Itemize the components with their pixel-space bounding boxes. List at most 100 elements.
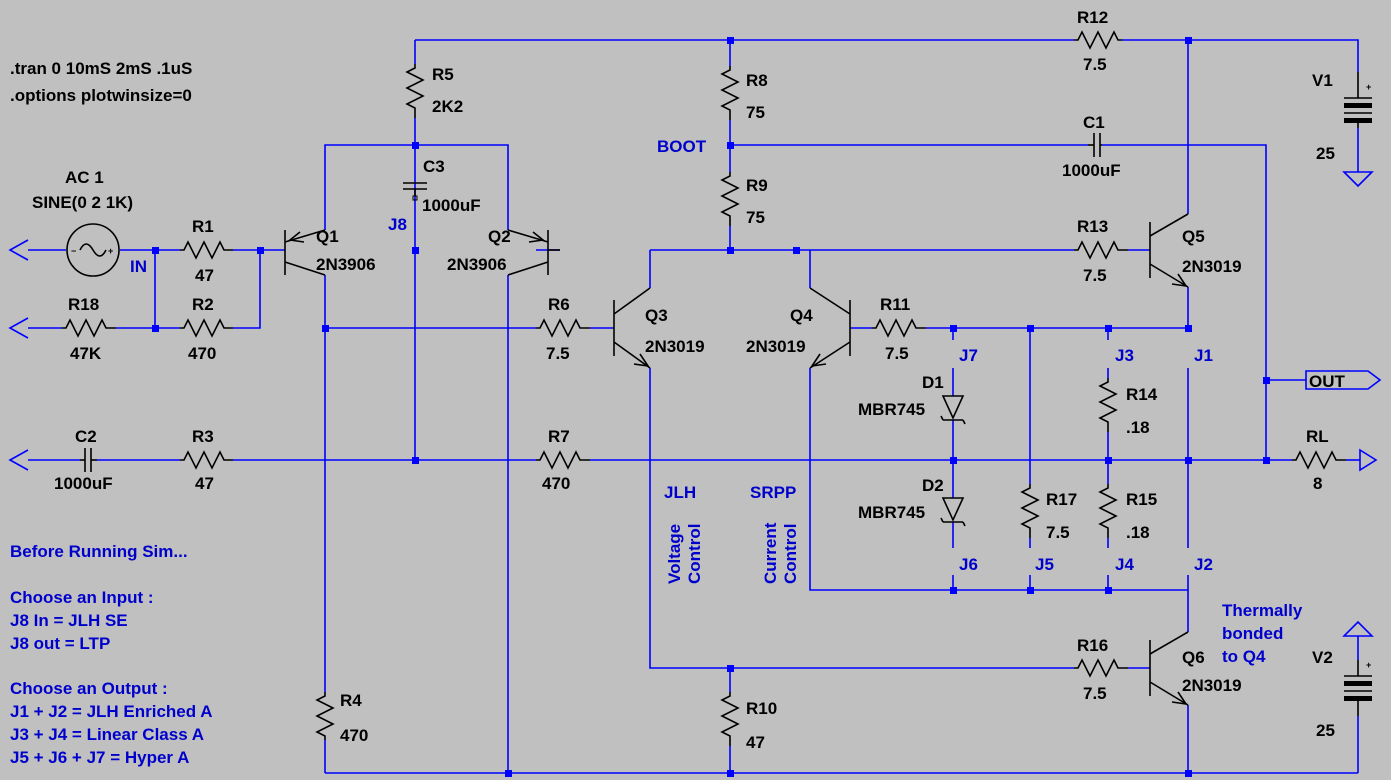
net-out: OUT (1309, 372, 1346, 391)
diodes-d1-ref-label: D1 (922, 373, 944, 392)
resistor-r7 (536, 450, 590, 470)
side_labels-voltage_control_2-label: Control (685, 524, 704, 584)
resistors-r15-value-label: .18 (1126, 523, 1150, 542)
transistor-q2 (507, 229, 560, 276)
resistor-r10 (720, 692, 740, 746)
labels: .tran 0 10mS 2mS .1uS .options plotwinsi… (10, 8, 1346, 767)
transistors-q4-value-label: 2N3019 (746, 337, 806, 356)
resistors-rl-value-label: 8 (1313, 474, 1322, 493)
capacitor-c1 (1088, 133, 1102, 157)
resistors-r13-ref-label: R13 (1077, 217, 1108, 236)
capacitors-c2-value-label: 1000uF (54, 474, 113, 493)
resistors-r9-value-label: 75 (746, 208, 765, 227)
resistors-r6-ref-label: R6 (548, 295, 570, 314)
diodes-d2-ref-label: D2 (922, 476, 944, 495)
jumpers-j5-label: J5 (1035, 555, 1054, 574)
resistor-r5 (405, 64, 425, 118)
resistors-r10-ref-label: R10 (746, 699, 777, 718)
resistor-r11 (872, 318, 926, 338)
instructions-3-label: J8 out = LTP (10, 634, 110, 653)
resistors (62, 30, 1346, 746)
resistor-r12 (1074, 30, 1122, 50)
jumpers-j8-label: J8 (388, 215, 407, 234)
supplies-v1-value-label: 25 (1316, 144, 1335, 163)
transistors (284, 213, 1189, 706)
transistor-q5 (1149, 213, 1189, 288)
resistor-r16 (1074, 658, 1128, 678)
out-flag (1305, 370, 1382, 390)
resistor-rl (1292, 450, 1346, 470)
resistor-r3 (180, 450, 233, 470)
instructions-0-label: Before Running Sim... (10, 542, 188, 561)
resistor-r8 (720, 66, 740, 120)
jumpers-j2-label: J2 (1194, 555, 1213, 574)
resistors-r2-value-label: 470 (188, 344, 216, 363)
resistors-r15-ref-label: R15 (1126, 490, 1157, 509)
instructions-2-label: J8 In = JLH SE (10, 611, 128, 630)
transistors-q3-value-label: 2N3019 (645, 337, 705, 356)
supplies-v1-ref-label: V1 (1312, 71, 1333, 90)
transistors-q6-value-label: 2N3019 (1182, 676, 1242, 695)
capacitors-c1-ref-label: C1 (1083, 113, 1105, 132)
port-in-3 (8, 449, 29, 471)
instructions-1-label: Choose an Input : (10, 588, 154, 607)
resistors-r12-ref-label: R12 (1077, 8, 1108, 27)
resistors-r7-value-label: 470 (542, 474, 570, 493)
side_labels-current_control_2-label: Control (781, 524, 800, 584)
capacitor-c2 (80, 448, 97, 472)
instructions-7-label: J5 + J6 + J7 = Hyper A (10, 748, 189, 767)
resistors-r16-value-label: 7.5 (1083, 684, 1107, 703)
resistors-r1-value-label: 47 (195, 266, 214, 285)
resistors-r3-value-label: 47 (195, 474, 214, 493)
side_labels-current_control_1-label: Current (761, 522, 780, 584)
resistors-r10-value-label: 47 (746, 733, 765, 752)
resistor-r18 (62, 318, 116, 338)
resistor-r13 (1074, 240, 1128, 260)
transistor-q6 (1149, 631, 1189, 706)
resistors-r14-ref-label: R14 (1126, 385, 1158, 404)
resistors-r18-value-label: 47K (70, 344, 102, 363)
resistor-r17 (1020, 484, 1040, 538)
transistor-q3 (613, 287, 651, 369)
options-directive: .options plotwinsize=0 (10, 86, 192, 105)
resistors-rl-ref-label: RL (1306, 427, 1329, 446)
diode-d2 (940, 497, 966, 527)
resistors-r16-ref-label: R16 (1077, 636, 1108, 655)
net-in: IN (130, 257, 147, 276)
resistors-r5-ref-label: R5 (432, 65, 454, 84)
source-value: SINE(0 2 1K) (32, 193, 133, 212)
jumpers-j7-label: J7 (959, 346, 978, 365)
source-ref: AC 1 (65, 168, 104, 187)
resistors-r4-ref-label: R4 (340, 691, 362, 710)
resistor-r4 (315, 692, 335, 740)
resistors-r4-value-label: 470 (340, 726, 368, 745)
junctions (152, 37, 1270, 777)
instructions-6-label: J3 + J4 = Linear Class A (10, 725, 204, 744)
battery-v1: + (1344, 72, 1372, 128)
resistors-r8-value-label: 75 (746, 103, 765, 122)
resistors-r6-value-label: 7.5 (546, 344, 570, 363)
resistors-r11-ref-label: R11 (880, 295, 910, 314)
supplies-v2-ref-label: V2 (1312, 648, 1333, 667)
resistors-r3-ref-label: R3 (192, 427, 214, 446)
transistors-q4-ref-label: Q4 (790, 306, 813, 325)
resistor-r1 (180, 240, 233, 260)
transistors-q1-ref-label: Q1 (316, 227, 339, 246)
svg-text:+: + (1366, 660, 1371, 670)
svg-text:+: + (1366, 82, 1371, 92)
jumpers-j3-label: J3 (1115, 346, 1134, 365)
port-in-1 (8, 239, 29, 261)
transistors-q3-ref-label: Q3 (645, 306, 668, 325)
thermal_note-0-label: Thermally (1222, 601, 1303, 620)
port-in-2 (8, 317, 29, 339)
resistor-r6 (536, 318, 590, 338)
transistor-q1 (284, 229, 326, 276)
jumpers-j6-label: J6 (959, 555, 978, 574)
port-rl (1359, 448, 1378, 472)
sine-source: + − (66, 223, 120, 277)
diodes-d2-value-label: MBR745 (858, 503, 925, 522)
ground-symbols (8, 171, 1382, 637)
transistors-q1-value-label: 2N3906 (316, 255, 376, 274)
resistor-r14 (1098, 378, 1118, 432)
